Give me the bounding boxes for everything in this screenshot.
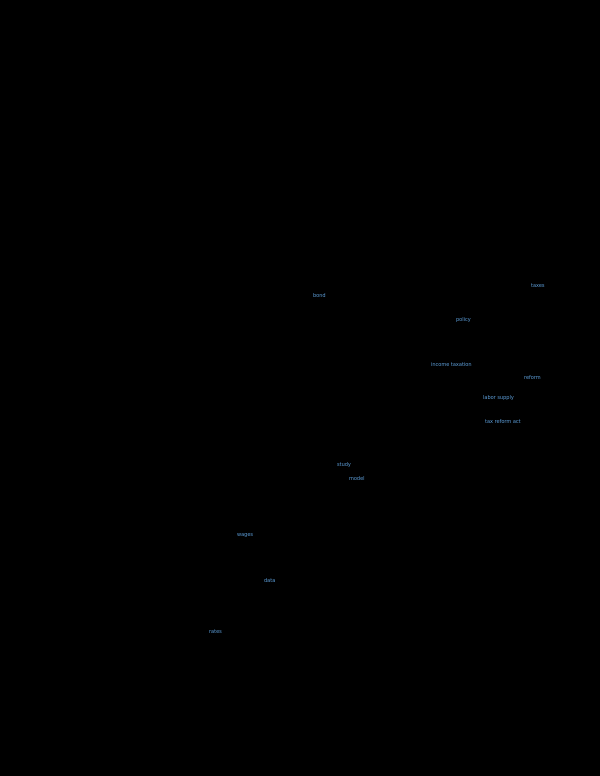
link-fragment[interactable]: study [337,462,351,468]
link-fragment[interactable]: income taxation [431,362,472,368]
link-fragment[interactable]: model [349,476,365,482]
link-fragment[interactable]: rates [209,629,222,635]
link-fragment[interactable]: taxes [531,283,545,289]
link-fragment[interactable]: wages [237,532,254,538]
link-fragment[interactable]: tax reform act [485,419,521,425]
link-fragment[interactable]: reform [524,375,541,381]
link-fragment[interactable]: data [264,578,276,584]
link-fragment[interactable]: labor supply [483,395,514,401]
link-fragment[interactable]: policy [456,317,471,323]
link-fragment[interactable]: bond [313,293,326,299]
